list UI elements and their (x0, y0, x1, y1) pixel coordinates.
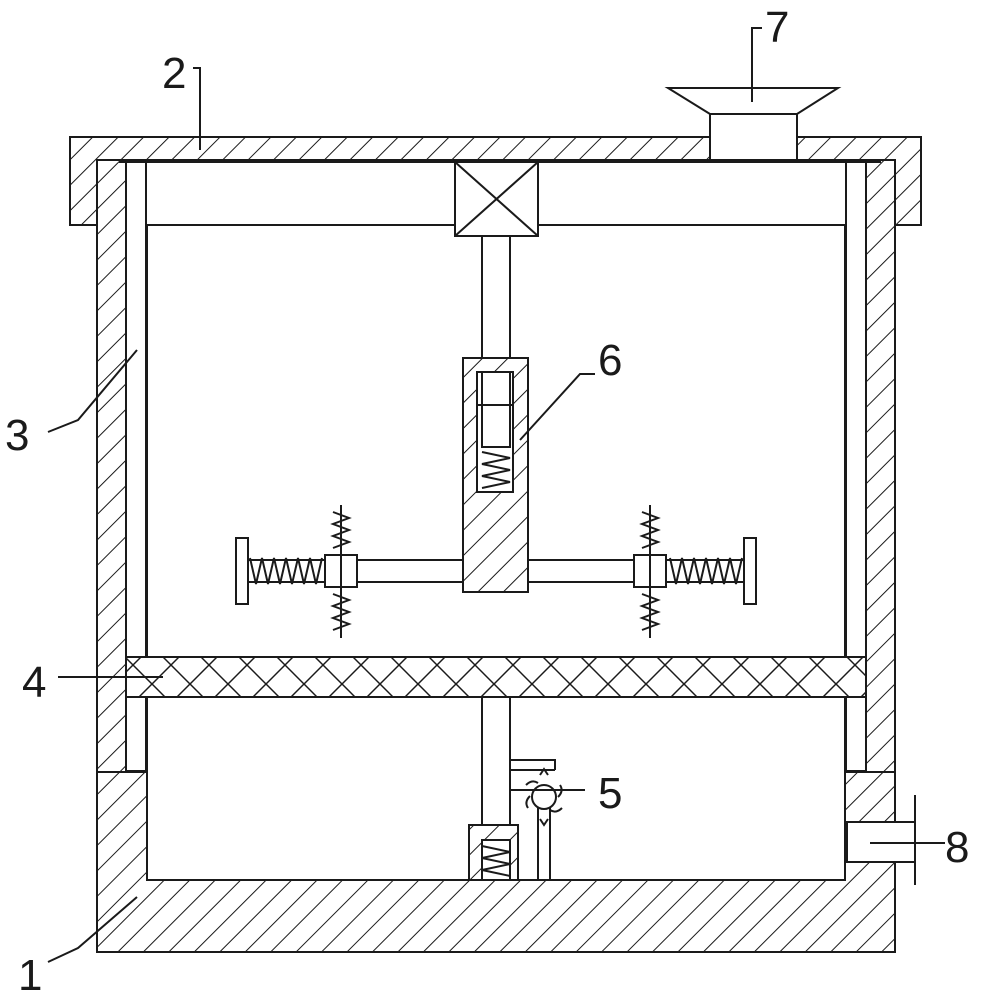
inner-liner (96, 159, 896, 773)
label-6: 6 (598, 336, 622, 385)
lower-mechanism (468, 696, 563, 881)
label-2: 2 (162, 49, 186, 98)
stirring-arm (235, 505, 757, 638)
feed-hopper (664, 87, 842, 161)
leader-lines (47, 27, 945, 963)
label-1: 1 (18, 951, 42, 994)
drive-shaft (462, 235, 529, 593)
label-3: 3 (5, 411, 29, 460)
label-4: 4 (22, 658, 46, 707)
label-5: 5 (598, 769, 622, 818)
motor-box (454, 161, 539, 237)
label-8: 8 (945, 823, 969, 872)
label-7: 7 (765, 3, 789, 52)
filter-plate (125, 656, 867, 698)
